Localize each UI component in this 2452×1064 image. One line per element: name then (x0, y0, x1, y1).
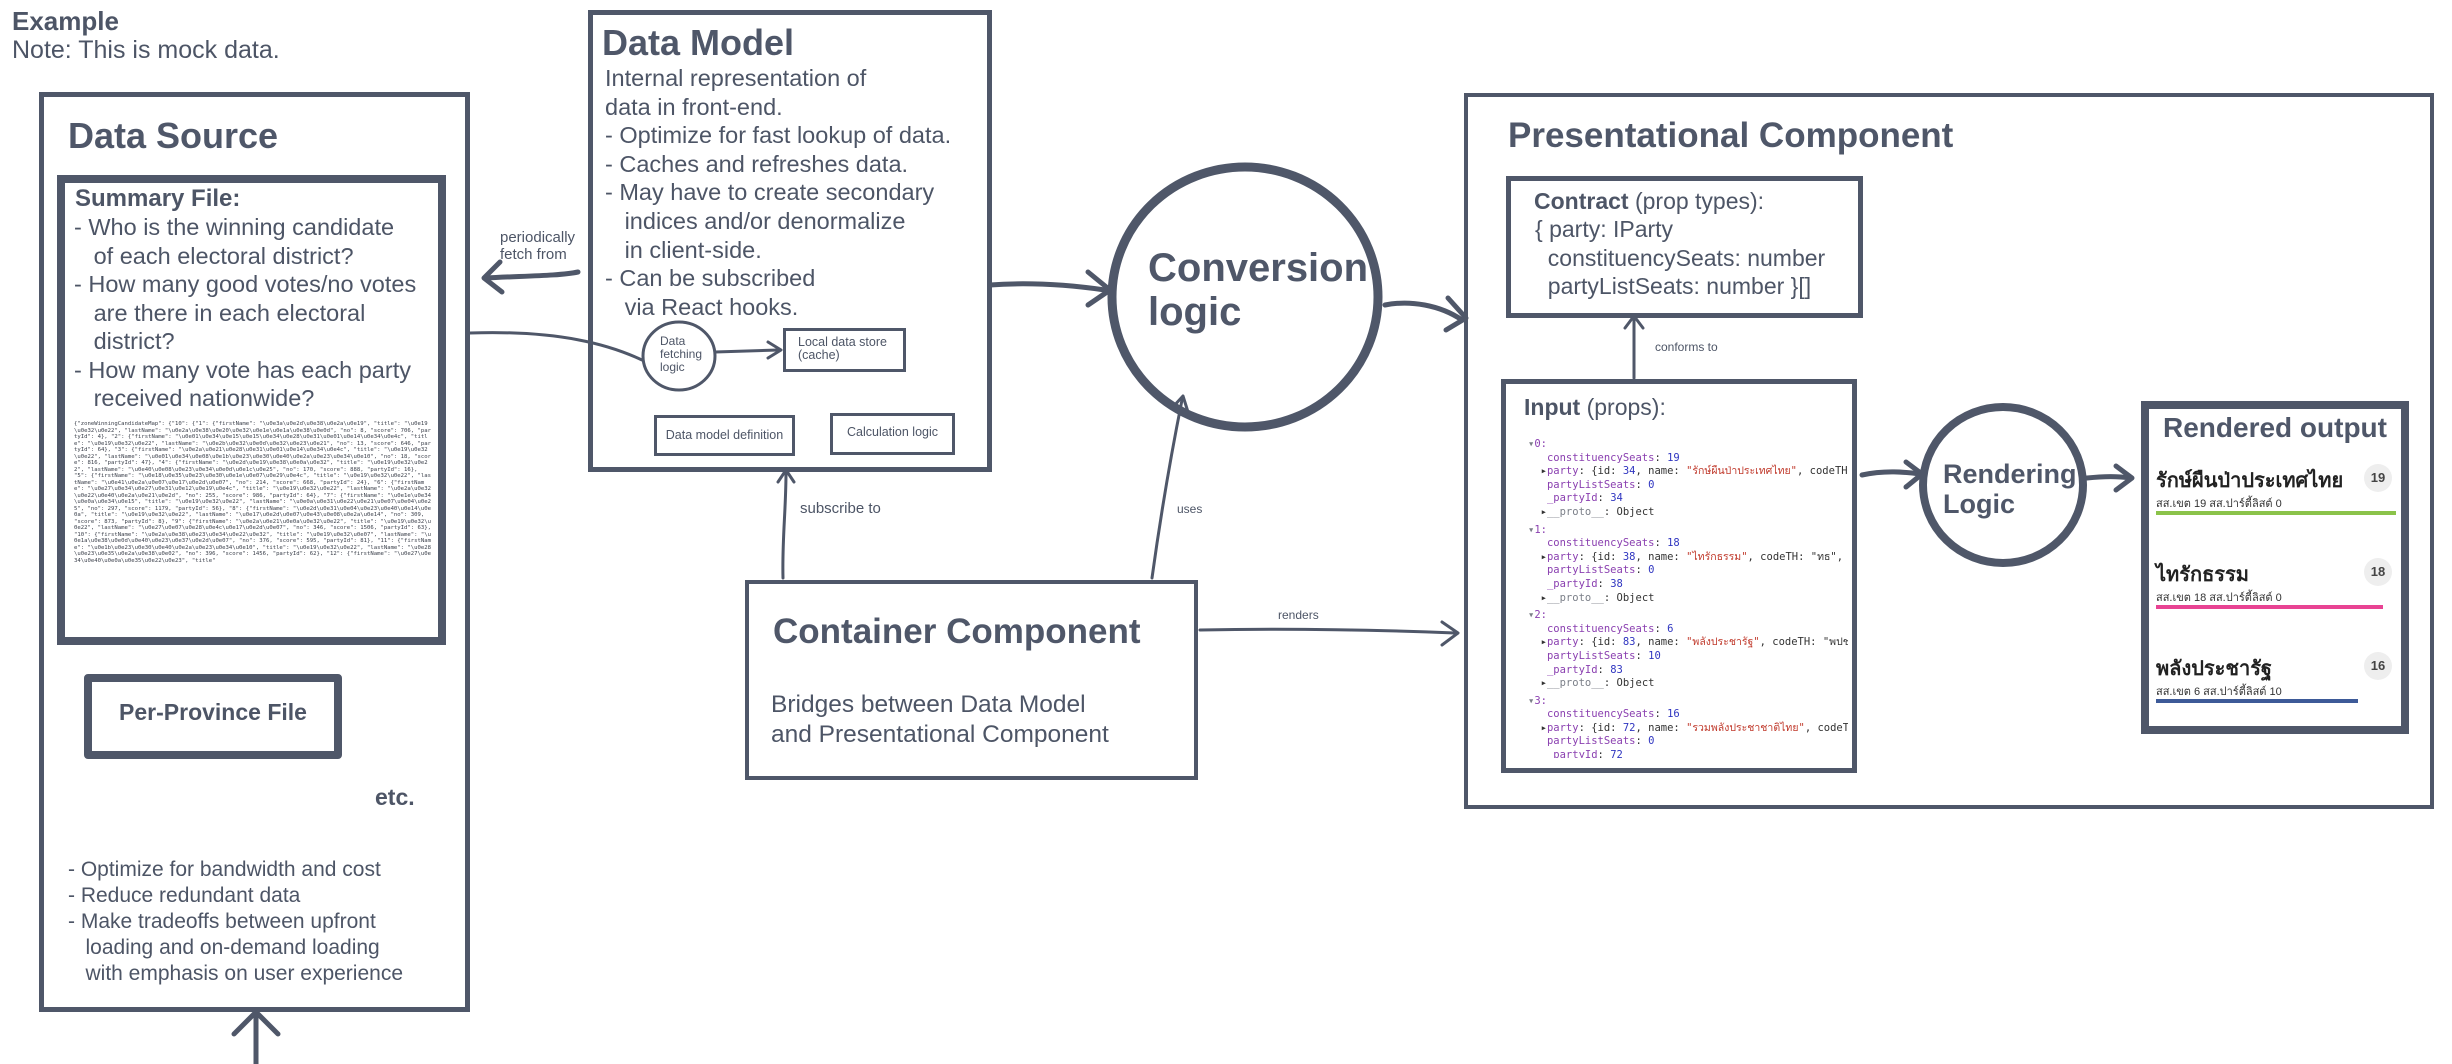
party-stats: สส.เขต 19 สส.ปาร์ตี้ลิสต์ 0 (2156, 498, 2282, 510)
seat-badge: 19 (2364, 464, 2392, 492)
summary-line: are there in each electoral (74, 299, 366, 326)
summary-line: - Who is the winning candidate (74, 214, 395, 240)
model-line: - Can be subscribed (605, 265, 816, 292)
contract-box (1506, 176, 1863, 318)
summary-json-dump: {"zoneWinningCandidateMap": {"10": {"1":… (74, 421, 431, 564)
conversion-logic-label: Conversion logic (1148, 246, 1369, 334)
model-line: Internal representation of (605, 65, 867, 91)
input-to-rendering-arrow (1859, 469, 1923, 478)
fetch-arrow (483, 269, 581, 281)
rendering-to-output-arrow (2084, 474, 2133, 481)
fetch-to-store-arrow (713, 348, 780, 354)
local-data-store-label: Local data store (cache) (798, 335, 887, 362)
model-line: - Caches and refreshes data. (605, 150, 909, 177)
rendering-circle (1919, 403, 2087, 567)
model-to-conversion-arrow (987, 281, 1108, 293)
renders-label: renders (1278, 608, 1319, 622)
party-row[interactable]: รักษ์ผืนป่าประเทศไทย 19 สส.เขต 19 สส.ปาร… (2156, 462, 2396, 522)
note-line: - Make tradeoffs between upfront (68, 910, 376, 933)
data-source-panel (39, 92, 470, 1012)
rendering-logic-label: Rendering Logic (1943, 459, 2077, 519)
periodically-fetch-label: periodically fetch from (500, 229, 576, 263)
container-component-box (745, 580, 1198, 780)
summary-line: - How many vote has each party (74, 356, 411, 383)
mock-note: Note: This is mock data. (12, 36, 280, 64)
per-province-label: Per-Province File (119, 699, 307, 725)
presentational-component-title: Presentational Component (1508, 116, 1954, 155)
note-line: with emphasis on user experience (68, 962, 404, 985)
seat-badge: 16 (2364, 652, 2392, 680)
note-line: loading and on-demand loading (68, 936, 380, 959)
model-line: indices and/or denormalize (605, 207, 906, 234)
summary-line: - How many good votes/no votes (74, 271, 417, 297)
seat-badge: 18 (2364, 558, 2392, 586)
model-line: - Optimize for fast lookup of data. (605, 122, 952, 149)
summary-questions: - Who is the winning candidate of each e… (74, 213, 416, 413)
party-stats: สส.เขต 6 สส.ปาร์ตี้ลิสต์ 10 (2156, 686, 2282, 698)
rendered-output-box (2141, 401, 2409, 734)
seat-bar (2156, 511, 2396, 515)
container-component-desc: Bridges between Data Model and Presentat… (771, 691, 1109, 748)
rendered-output-title: Rendered output (2163, 412, 2387, 443)
uses-arrow (1150, 398, 1184, 580)
subscribe-label: subscribe to (800, 500, 881, 517)
container-component-title: Container Component (773, 612, 1141, 651)
data-source-notes: - Optimize for bandwidth and cost - Redu… (68, 857, 403, 987)
summary-line: of each electoral district? (74, 242, 354, 269)
presentational-component-panel (1464, 93, 2434, 809)
seat-bar (2156, 699, 2358, 703)
conversion-circle (1107, 162, 1383, 432)
data-source-title: Data Source (68, 115, 279, 156)
calculation-logic-box (830, 413, 955, 455)
party-name: ไทรักธรรม (2156, 564, 2249, 586)
party-row[interactable]: ไทรักธรรม 18 สส.เขต 18 สส.ปาร์ตี้ลิสต์ 0 (2156, 556, 2396, 616)
model-line: in client-side. (605, 236, 762, 263)
local-data-store-box (783, 328, 906, 372)
uses-label: uses (1177, 502, 1203, 516)
party-name: พลังประชารัฐ (2156, 658, 2272, 680)
summary-line: received nationwide? (74, 385, 315, 411)
party-stats: สส.เขต 18 สส.ปาร์ตี้ลิสต์ 0 (2156, 592, 2282, 604)
contract-heading: Contract (prop types): (1534, 188, 1765, 214)
etc-label: etc. (375, 784, 415, 810)
subscribe-arrow (781, 470, 788, 580)
example-title: Example (12, 6, 119, 36)
fetch-arrow-head (481, 259, 505, 295)
summary-file-title: Summary File: (75, 185, 241, 212)
conversion-to-presentational-arrow (1382, 300, 1465, 323)
note-line: - Optimize for bandwidth and cost (68, 858, 381, 881)
per-province-box (84, 674, 342, 759)
summary-file-box (57, 175, 446, 645)
fetching-logic-label: Data fetching logic (660, 334, 703, 374)
prop-entry[interactable]: ▾0: constituencySeats: 19 ▸party: {id: 3… (1528, 438, 1848, 518)
summary-line: district? (74, 328, 175, 354)
contract-types: { party: IParty constituencySeats: numbe… (1535, 216, 1826, 299)
model-line: via React hooks. (605, 293, 799, 320)
conforms-label: conforms to (1655, 340, 1718, 354)
model-definition-box (654, 415, 795, 456)
prop-entry[interactable]: ▾2: constituencySeats: 6 ▸party: {id: 83… (1528, 609, 1848, 690)
input-props-box (1501, 379, 1857, 773)
model-line: - May have to create secondary (605, 179, 935, 206)
props-inspector: ▾0: constituencySeats: 19 ▸party: {id: 3… (1528, 438, 1848, 758)
data-model-panel (588, 10, 992, 472)
note-line: - Reduce redundant data (68, 884, 301, 907)
calculation-logic-label: Calculation logic (846, 425, 939, 439)
party-row[interactable]: พลังประชารัฐ 16 สส.เขต 6 สส.ปาร์ตี้ลิสต์… (2156, 650, 2396, 710)
renders-arrow (1198, 627, 1457, 635)
source-to-fetch-line (468, 331, 644, 362)
fetching-logic-circle (641, 320, 717, 392)
prop-entry[interactable]: ▾1: constituencySeats: 18 ▸party: {id: 3… (1528, 523, 1844, 604)
input-heading: Input (props): (1524, 394, 1666, 420)
data-model-description: Internal representation of data in front… (605, 64, 951, 321)
prop-entry[interactable]: ▾3: constituencySeats: 16 ▸party: {id: 7… (1528, 694, 1848, 758)
model-definition-label: Data model definition (665, 428, 784, 442)
seat-bar (2156, 605, 2383, 609)
party-name: รักษ์ผืนป่าประเทศไทย (2156, 470, 2344, 492)
model-line: data in front-end. (605, 93, 783, 120)
data-model-title: Data Model (602, 22, 795, 63)
